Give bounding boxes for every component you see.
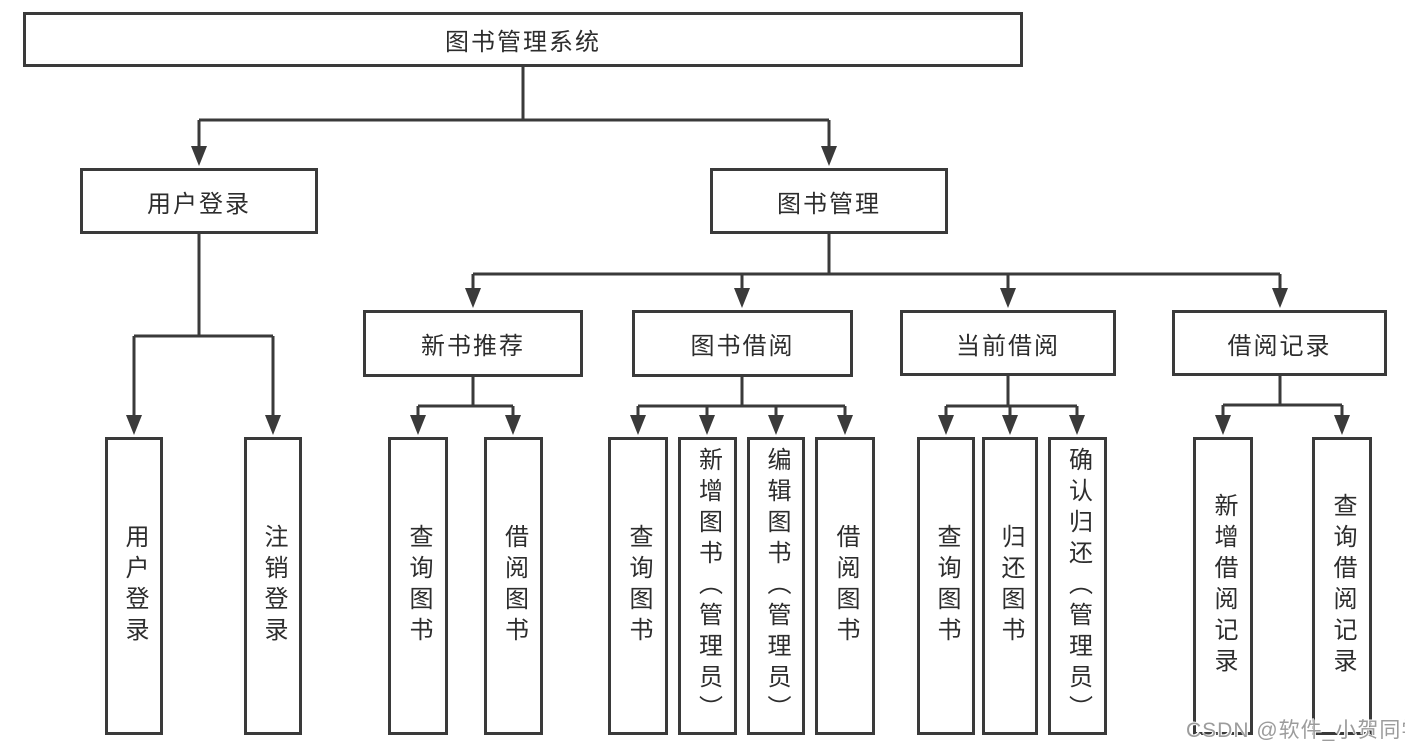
leaf-query-borrow-record-label: 查询借阅记录	[1329, 493, 1356, 679]
leaf-return-books-label: 归还图书	[997, 524, 1024, 648]
leaf-query-books-current-label: 查询图书	[933, 524, 960, 648]
node-current-borrowing-label: 当前借阅	[956, 332, 1060, 360]
node-book-borrowing-label: 图书借阅	[690, 333, 795, 360]
leaf-add-borrow-record: 新增借阅记录	[1193, 437, 1253, 735]
csdn-watermark: CSDN @软件_小贺同学	[1186, 719, 1405, 742]
leaf-logout-label: 注销登录	[260, 524, 287, 648]
leaf-borrow-books-label: 借阅图书	[832, 524, 859, 648]
leaf-add-books-admin: 新增图书（管理员）	[678, 437, 737, 735]
node-book-borrowing: 图书借阅	[632, 310, 853, 377]
leaf-borrow-books: 借阅图书	[815, 437, 875, 735]
leaf-borrow-books-recommend: 借阅图书	[484, 437, 543, 735]
leaf-borrow-books-recommend-label: 借阅图书	[500, 524, 528, 648]
leaf-query-books-recommend-label: 查询图书	[405, 524, 432, 648]
leaf-logout: 注销登录	[244, 437, 302, 735]
leaf-confirm-return-admin: 确认归还（管理员）	[1048, 437, 1107, 735]
node-borrow-records-label: 借阅记录	[1227, 332, 1332, 360]
leaf-query-books-borrowing-label: 查询图书	[625, 524, 652, 648]
leaf-query-books-borrowing: 查询图书	[608, 437, 668, 735]
leaf-add-books-admin-label: 新增图书（管理员）	[694, 446, 722, 726]
node-root-label: 图书管理系统	[445, 29, 601, 56]
leaf-user-login: 用户登录	[105, 437, 163, 735]
node-new-book-recommend-label: 新书推荐	[421, 333, 525, 360]
leaf-add-borrow-record-label: 新增借阅记录	[1210, 493, 1237, 679]
node-user-login: 用户登录	[80, 168, 318, 234]
node-root: 图书管理系统	[23, 12, 1023, 67]
leaf-query-borrow-record: 查询借阅记录	[1312, 437, 1372, 735]
leaf-user-login-label: 用户登录	[121, 524, 148, 648]
node-book-management-label: 图书管理	[777, 190, 881, 218]
leaf-edit-books-admin-label: 编辑图书（管理员）	[763, 446, 790, 726]
leaf-query-books-current: 查询图书	[917, 437, 975, 735]
leaf-query-books-recommend: 查询图书	[388, 437, 448, 735]
leaf-edit-books-admin: 编辑图书（管理员）	[747, 437, 805, 735]
leaf-return-books: 归还图书	[982, 437, 1038, 735]
node-new-book-recommend: 新书推荐	[363, 310, 583, 377]
node-borrow-records: 借阅记录	[1172, 310, 1387, 376]
node-user-login-label: 用户登录	[147, 190, 251, 218]
leaf-confirm-return-admin-label: 确认归还（管理员）	[1064, 446, 1092, 726]
node-book-management: 图书管理	[710, 168, 948, 234]
node-current-borrowing: 当前借阅	[900, 310, 1116, 376]
